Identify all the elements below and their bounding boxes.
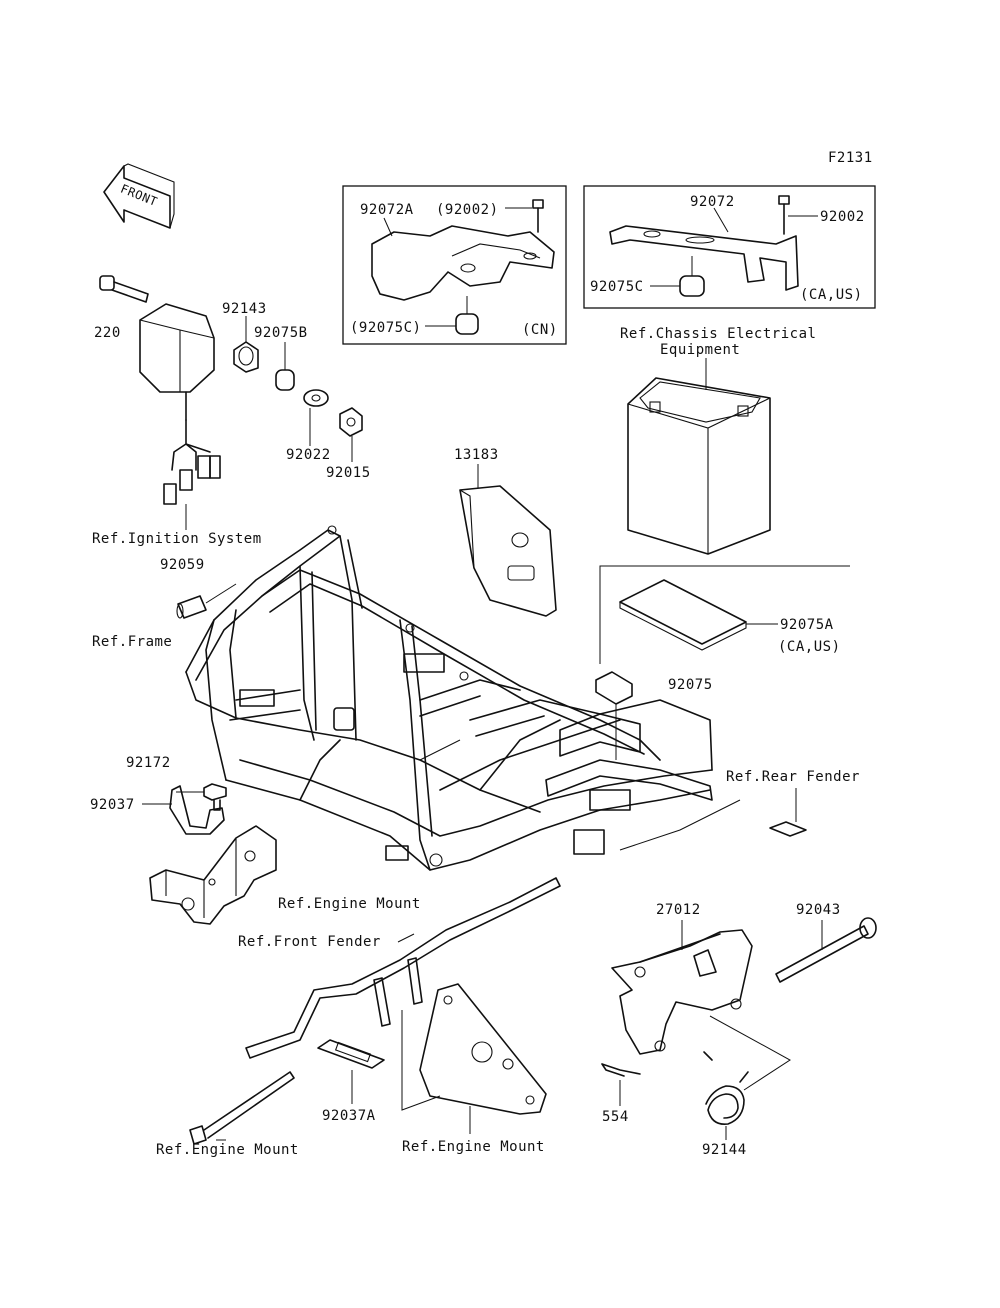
battery: Ref.Chassis Electrical Equipment xyxy=(620,326,816,555)
label-92072A: 92072A xyxy=(360,202,414,218)
part-92059: 92059 Ref.Frame xyxy=(92,557,237,650)
label-13183: 13183 xyxy=(454,447,499,463)
label-92172: 92172 xyxy=(126,755,171,771)
label-ref-chassis-1: Ref.Chassis Electrical xyxy=(620,326,816,342)
front-fender-brace: Ref.Front Fender 92037A Ref.Engine Mount… xyxy=(156,877,561,1158)
label-92144: 92144 xyxy=(702,1142,747,1158)
label-92143: 92143 xyxy=(222,301,267,317)
label-92002-cn: (92002) xyxy=(436,202,499,218)
label-92043: 92043 xyxy=(796,902,841,918)
label-ref-engine-mount-1: Ref.Engine Mount xyxy=(278,896,421,912)
label-27012: 27012 xyxy=(656,902,701,918)
label-92072: 92072 xyxy=(690,194,735,210)
label-region-cn: (CN) xyxy=(522,322,558,338)
label-ref-ignition: Ref.Ignition System xyxy=(92,531,262,547)
label-92075B: 92075B xyxy=(254,325,308,341)
label-ref-chassis-2: Equipment xyxy=(660,342,740,358)
part-13183: 13183 xyxy=(454,447,557,617)
label-ref-front-fender: Ref.Front Fender xyxy=(238,934,381,950)
label-554: 554 xyxy=(602,1109,629,1125)
label-region-caus: (CA,US) xyxy=(800,287,863,303)
ignition-unit-group: 220 92143 92075B 92022 92015 Ref.Ignitio… xyxy=(92,275,371,547)
box-caus: 92072 92002 92075C (CA,US) xyxy=(583,185,876,309)
figure-code: F2131 xyxy=(828,150,873,166)
rear-fender-ref: Ref.Rear Fender xyxy=(726,769,860,837)
label-92075C-caus: 92075C xyxy=(590,279,644,295)
label-92015: 92015 xyxy=(326,465,371,481)
front-arrow-icon: FRONT xyxy=(103,163,175,229)
label-92037: 92037 xyxy=(90,797,135,813)
box-cn: 92072A (92002) (92075C) (CN) xyxy=(342,185,567,345)
clamp-group: 92172 92037 Ref.Engine Mount xyxy=(90,755,421,925)
label-220: 220 xyxy=(94,325,121,341)
label-92037A: 92037A xyxy=(322,1108,376,1124)
main-frame xyxy=(185,525,741,871)
part-92075: 92075 xyxy=(595,671,713,760)
label-92075A: 92075A xyxy=(780,617,834,633)
label-ref-engine-mount-2: Ref.Engine Mount xyxy=(156,1142,299,1158)
label-ref-frame: Ref.Frame xyxy=(92,634,172,650)
lever-group: 27012 92043 554 92144 xyxy=(601,902,877,1158)
label-92075: 92075 xyxy=(668,677,713,693)
label-92002-caus: 92002 xyxy=(820,209,865,225)
label-ref-engine-mount-3: Ref.Engine Mount xyxy=(402,1139,545,1155)
part-92075A: 92075A (CA,US) xyxy=(599,565,850,664)
label-92075C-cn: (92075C) xyxy=(350,320,421,336)
label-ref-rear-fender: Ref.Rear Fender xyxy=(726,769,860,785)
label-92059: 92059 xyxy=(160,557,205,573)
label-92022: 92022 xyxy=(286,447,331,463)
label-92075A-region: (CA,US) xyxy=(778,639,841,655)
